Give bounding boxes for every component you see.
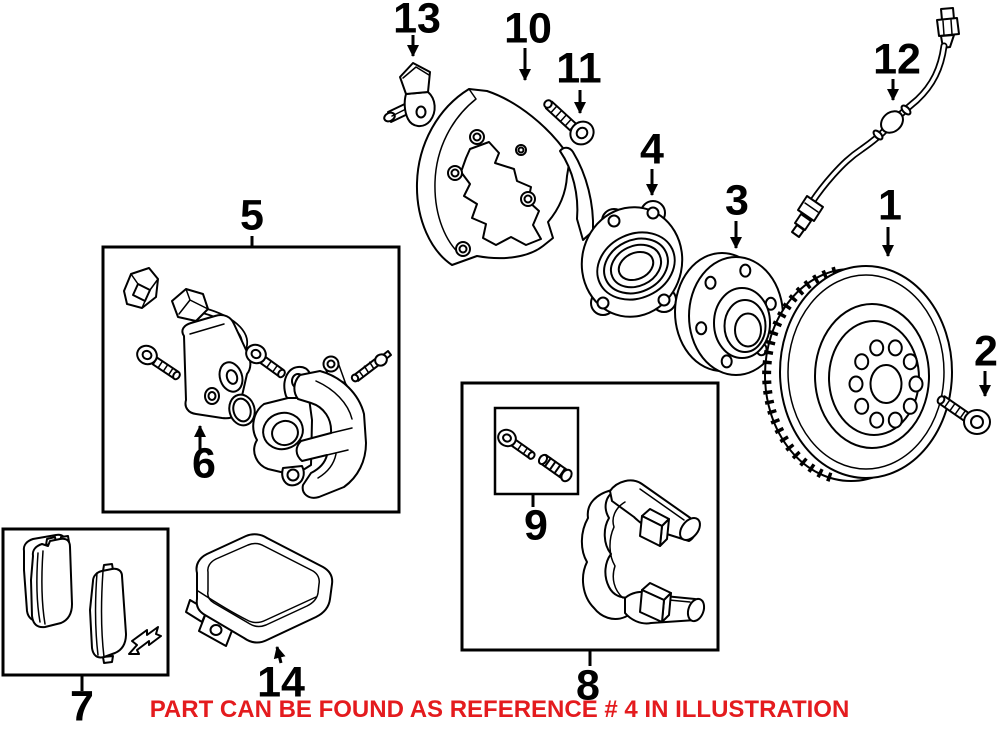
callout-label-6: 6 (192, 439, 216, 488)
callout-label-3: 3 (725, 176, 749, 225)
callout-label-2: 2 (974, 327, 998, 376)
piston-o-ring (228, 393, 256, 427)
wheel-hub-drawing (674, 252, 784, 376)
caliper-cap (123, 267, 159, 309)
callout-leaders (80, 35, 991, 691)
shield-bolt-drawing (543, 99, 595, 146)
bleeder-screw (350, 350, 392, 383)
guide-pin-bushing (537, 453, 573, 483)
splash-shield-drawing (415, 88, 595, 266)
brake-pad-right (89, 563, 127, 664)
wheel-bearing-drawing (580, 200, 684, 318)
abs-speed-sensor-drawing (383, 62, 436, 127)
parking-actuator (171, 288, 252, 420)
brake-pad-box (1, 527, 170, 677)
caliper-housing (252, 365, 367, 499)
callout-label-9: 9 (524, 501, 548, 550)
brake-hose-drawing (791, 7, 960, 238)
guide-pin-kit-box (493, 406, 580, 496)
callout-label-4: 4 (640, 125, 664, 174)
rotor-screw-drawing (936, 395, 991, 435)
caliper-kit-box (101, 245, 401, 514)
callout-label-13: 13 (393, 0, 441, 43)
callout-label-11: 11 (556, 44, 602, 93)
shield-grommets (447, 129, 536, 257)
callout-arrow-14 (273, 646, 286, 664)
callout-label-12: 12 (873, 35, 921, 84)
guide-bolt-mid (245, 343, 286, 379)
callout-label-14: 14 (257, 658, 305, 707)
pad-retainer-clip (128, 626, 162, 655)
callout-label-8: 8 (576, 661, 600, 710)
control-module-drawing (185, 533, 334, 647)
caliper-bracket (580, 479, 706, 625)
rotor-bolt-holes (848, 339, 924, 429)
brake-pad-left (22, 533, 73, 629)
callout-label-10: 10 (504, 4, 552, 53)
reference-note: PART CAN BE FOUND AS REFERENCE # 4 IN IL… (149, 696, 850, 723)
brake-rotor-drawing (762, 265, 953, 484)
guide-pin-bolt (497, 428, 536, 460)
callout-label-5: 5 (240, 191, 264, 240)
guide-bolt-left (136, 344, 181, 381)
callout-label-1: 1 (878, 181, 902, 230)
caliper-bracket-box (460, 381, 720, 652)
callout-label-7: 7 (70, 682, 94, 730)
